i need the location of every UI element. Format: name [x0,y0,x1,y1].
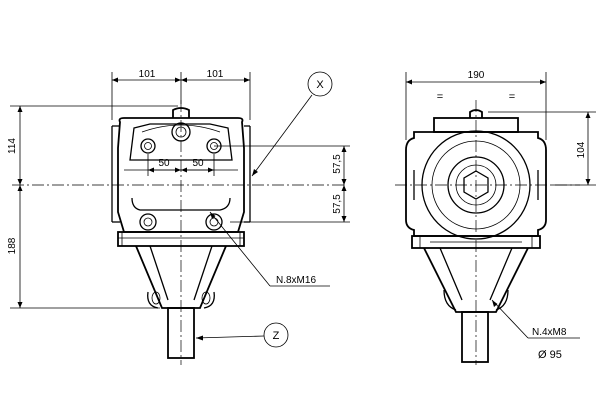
dim-side-height: 104 [576,141,587,158]
callout-z-label: Z [273,330,280,342]
dim-equal-left: = [437,91,443,103]
side-view [405,109,547,363]
dim-right-half-width: 101 [207,69,224,80]
dim-equal-right: = [509,91,515,103]
center-lines [12,100,580,365]
dimension-bolt-spacing: 50 50 [147,154,215,176]
dim-vertical-upper: 57,5 [332,154,343,174]
dimension-side-height: 104 [488,111,596,186]
dimension-top-side: 190 = = [405,70,547,140]
dim-total-width: 190 [468,70,485,81]
callout-x: X [251,71,333,177]
dim-upper-height: 114 [7,138,18,154]
bolt-note-front: N.8xM16 [209,211,330,287]
callout-z: Z [195,322,289,348]
bolts-side-label: N.4xM8 [532,327,567,338]
dim-lower-height: 188 [7,237,18,254]
dimension-top-front: 101 101 [111,69,251,120]
dimension-vertical-bolts: 57,5 57,5 [214,145,350,223]
diameter-label: Ø 95 [538,349,562,361]
dim-bolt-spacing-right: 50 [192,158,204,169]
dim-bolt-spacing-left: 50 [158,158,170,169]
dim-left-half-width: 101 [139,69,156,80]
bolts-front-label: N.8xM16 [276,275,316,286]
dim-vertical-lower: 57,5 [332,194,343,214]
callout-x-label: X [316,79,324,91]
bolt-note-side: N.4xM8 Ø 95 [491,299,580,361]
dimension-left-vertical: 114 188 [7,105,178,309]
